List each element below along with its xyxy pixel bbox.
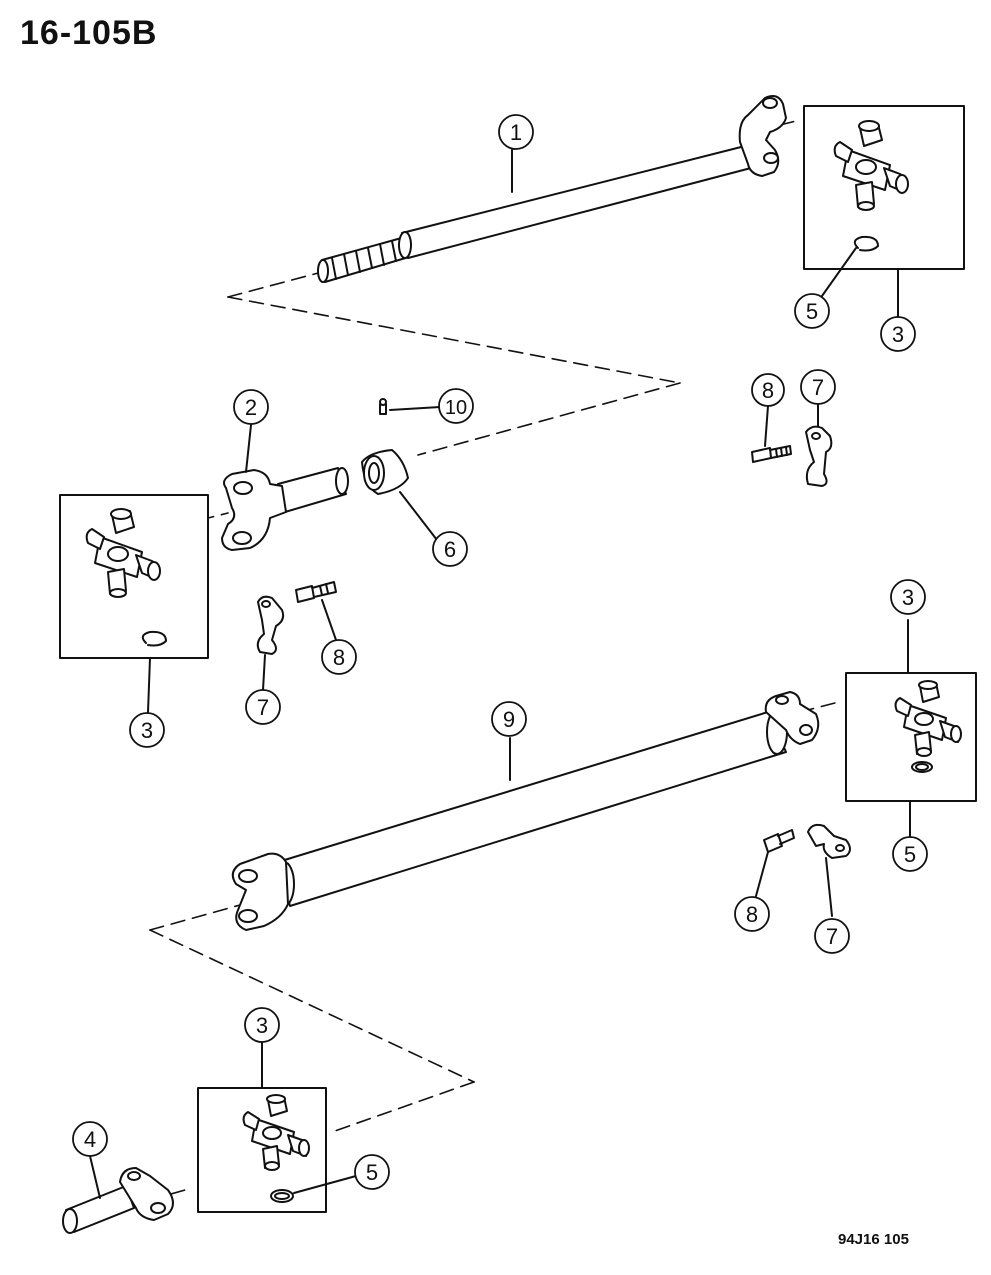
snap-ring-icon [853, 235, 879, 252]
callout-4: 4 [72, 1121, 108, 1157]
svg-text:7: 7 [257, 695, 269, 720]
callout-3-top: 3 [880, 316, 916, 352]
svg-text:8: 8 [333, 645, 345, 670]
strap-right [807, 823, 851, 917]
slip-yoke [221, 424, 349, 551]
callout-6: 6 [432, 531, 468, 567]
callout-5-bottom: 5 [354, 1154, 390, 1190]
svg-text:3: 3 [141, 718, 153, 743]
grease-fitting [379, 398, 441, 415]
strap-mid [256, 595, 285, 691]
svg-text:6: 6 [444, 537, 456, 562]
universal-joint-kit-bottom [197, 1041, 357, 1213]
svg-text:8: 8 [746, 902, 758, 927]
universal-joint-cross-icon [894, 680, 962, 757]
svg-text:1: 1 [510, 120, 522, 145]
callout-3-bottom: 3 [244, 1007, 280, 1043]
callouts: 1 5 3 2 10 8 7 6 8 7 3 3 9 5 8 7 [72, 114, 928, 1190]
svg-text:5: 5 [904, 842, 916, 867]
alignment-lines [149, 119, 836, 1201]
universal-joint-kit-top [803, 105, 965, 319]
svg-text:10: 10 [445, 397, 467, 419]
svg-text:9: 9 [503, 707, 515, 732]
universal-joint-cross-icon [85, 508, 161, 598]
callout-8-mid: 8 [321, 639, 357, 675]
callout-7-mid: 7 [245, 689, 281, 725]
svg-text:7: 7 [812, 375, 824, 400]
svg-text:5: 5 [806, 299, 818, 324]
dust-boot [361, 449, 438, 541]
svg-text:7: 7 [826, 924, 838, 949]
callout-3-right: 3 [890, 579, 926, 615]
svg-text:8: 8 [762, 378, 774, 403]
snap-ring-icon [270, 1189, 294, 1203]
rear-driveshaft [231, 691, 820, 931]
page-number: 16-105B [20, 14, 158, 52]
svg-text:3: 3 [892, 322, 904, 347]
snap-ring-icon [911, 761, 933, 773]
svg-text:3: 3 [902, 585, 914, 610]
callout-5-right: 5 [892, 836, 928, 872]
front-driveshaft [317, 95, 787, 283]
bolt-mid [295, 581, 337, 641]
svg-text:4: 4 [84, 1127, 96, 1152]
bolt-right [755, 829, 795, 897]
callout-8-right: 8 [734, 896, 770, 932]
svg-text:5: 5 [366, 1160, 378, 1185]
svg-text:3: 3 [256, 1013, 268, 1038]
strap-top [805, 403, 833, 487]
universal-joint-cross-icon [242, 1094, 310, 1171]
callout-3-left: 3 [129, 712, 165, 748]
snap-ring-icon [141, 630, 167, 647]
figure-code: 94J16 105 [838, 1231, 909, 1248]
universal-joint-cross-icon [833, 120, 909, 211]
callout-1: 1 [498, 114, 534, 150]
callout-8-top: 8 [751, 373, 785, 407]
callout-7-right: 7 [814, 918, 850, 954]
callout-2: 2 [233, 389, 269, 425]
companion-yoke [62, 1155, 174, 1234]
universal-joint-kit-left [59, 494, 209, 713]
callout-10: 10 [438, 388, 474, 424]
bolt-top [751, 405, 792, 463]
callout-5-top: 5 [794, 293, 830, 329]
universal-joint-kit-right [845, 619, 977, 837]
callout-9: 9 [491, 701, 527, 737]
callout-7-top: 7 [800, 369, 836, 405]
svg-text:2: 2 [245, 395, 257, 420]
